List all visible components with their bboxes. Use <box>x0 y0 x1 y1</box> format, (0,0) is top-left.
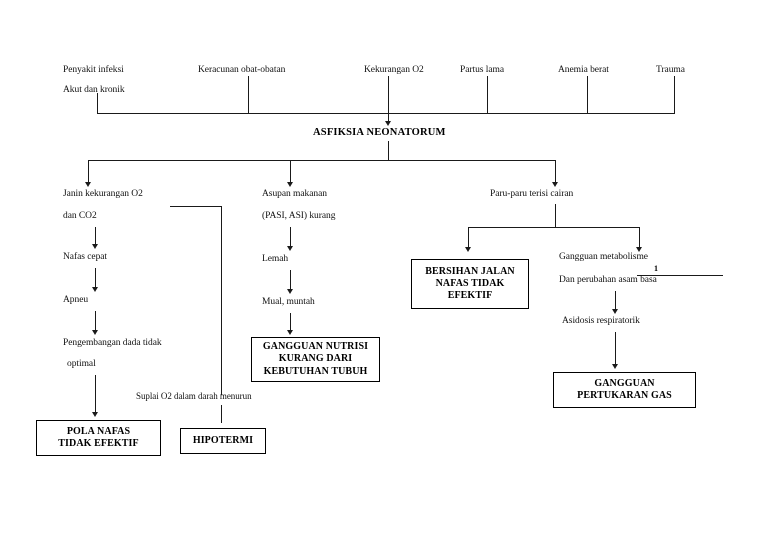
nutrisi-line1: GANGGUAN NUTRISI <box>262 341 369 353</box>
diagnosis-box-hipotermi: HIPOTERMI <box>180 428 266 454</box>
cause-label-kekurangan-o2: Kekurangan O2 <box>364 65 424 75</box>
bersihan-line1: BERSIHAN JALAN <box>425 265 515 277</box>
connector-left-2 <box>95 268 97 290</box>
page-title: ASFIKSIA NEONATORUM <box>313 127 446 138</box>
left-step4-line1: Pengembangan dada tidak <box>63 338 162 348</box>
diagnosis-box-bersihan-jalan-nafas: BERSIHAN JALAN NAFAS TIDAK EFEKTIF <box>411 259 529 309</box>
connector-middle-2 <box>290 270 292 292</box>
nutrisi-line3: KEBUTUHAN TUBUH <box>263 365 368 377</box>
pertukaran-line2: PERTUKARAN GAS <box>577 390 672 401</box>
connector-cause-4-stem <box>487 76 489 114</box>
connector-middle-3 <box>290 313 292 333</box>
connector-cause-6-stem <box>674 76 676 114</box>
left-step1-line1: Janin kekurangan O2 <box>63 189 143 199</box>
connector-left-1 <box>95 227 97 247</box>
connector-left-elbow-vertical <box>221 206 223 395</box>
bersihan-line2: NAFAS TIDAK <box>435 277 505 289</box>
nutrisi-line2: KURANG DARI <box>278 353 353 365</box>
bersihan-line3: EFEKTIF <box>447 290 493 302</box>
arrow-left-3 <box>92 330 98 335</box>
cause-label-penyakit-infeksi-line1: Penyakit infeksi <box>63 65 124 75</box>
middle-step1-line2: (PASI, ASI) kurang <box>262 211 336 221</box>
connector-right-2 <box>615 291 617 312</box>
arrow-right-left-leg <box>465 247 471 252</box>
arrow-bus-to-title <box>385 121 391 126</box>
page-marker-rule <box>637 275 723 277</box>
connector-cause-2-stem <box>248 76 250 114</box>
middle-step1-line1: Asupan makanan <box>262 189 327 199</box>
page-marker: 1 <box>654 264 658 273</box>
arrow-branch-middle <box>287 182 293 187</box>
connector-left-4 <box>95 375 97 415</box>
connector-right-right-leg <box>639 227 641 249</box>
diagnosis-box-pola-nafas: POLA NAFAS TIDAK EFEKTIF <box>36 420 161 456</box>
connector-cause-1-stem <box>97 93 99 114</box>
connector-right-stem <box>555 204 557 228</box>
right-step1: Paru-paru terisi cairan <box>490 189 574 199</box>
connector-middle-1 <box>290 227 292 249</box>
connector-right-left-leg <box>468 227 470 249</box>
connector-branch-right-stem <box>555 160 557 185</box>
connector-three-way-bar <box>88 160 556 162</box>
left-step3: Apneu <box>63 295 89 305</box>
arrow-left-4 <box>92 412 98 417</box>
connector-right-split-bar <box>468 227 640 229</box>
middle-step3: Mual, muntah <box>262 297 315 307</box>
right-step2-line1: Gangguan metabolisme <box>559 252 648 262</box>
connector-right-3 <box>615 332 617 367</box>
left-side-note: Suplai O2 dalam darah menurun <box>136 391 252 401</box>
right-step3: Asidosis respiratorik <box>562 316 640 326</box>
arrow-left-2 <box>92 287 98 292</box>
cause-label-trauma: Trauma <box>656 65 685 75</box>
pertukaran-line1: GANGGUAN <box>594 377 655 389</box>
connector-cause-3-stem <box>388 76 390 114</box>
left-step4-line2: optimal <box>67 359 96 369</box>
connector-left-elbow-top <box>170 206 222 208</box>
arrow-right-3 <box>612 364 618 369</box>
connector-branch-left-stem <box>88 160 90 185</box>
arrow-right-right-leg <box>636 247 642 252</box>
cause-label-anemia-berat: Anemia berat <box>558 65 609 75</box>
diagnosis-box-gangguan-nutrisi: GANGGUAN NUTRISI KURANG DARI KEBUTUHAN T… <box>251 337 380 382</box>
connector-bus-to-title <box>388 113 390 123</box>
cause-label-partus-lama: Partus lama <box>460 65 505 75</box>
arrow-right-2 <box>612 309 618 314</box>
arrow-middle-3 <box>287 330 293 335</box>
cause-label-penyakit-infeksi-line2: Akut dan kronik <box>63 85 125 95</box>
arrow-branch-left <box>85 182 91 187</box>
cause-label-keracunan-obat: Keracunan obat-obatan <box>198 65 286 75</box>
arrow-left-1 <box>92 244 98 249</box>
connector-cause-5-stem <box>587 76 589 114</box>
hipotermi-label: HIPOTERMI <box>192 434 254 446</box>
connector-left-3 <box>95 311 97 333</box>
middle-step2: Lemah <box>262 254 289 264</box>
arrow-middle-1 <box>287 246 293 251</box>
pola-nafas-line1: POLA NAFAS <box>66 425 131 437</box>
pola-nafas-line2: TIDAK EFEKTIF <box>58 438 139 449</box>
left-step2: Nafas cepat <box>63 252 108 262</box>
left-step1-line2: dan CO2 <box>63 211 97 221</box>
arrow-branch-right <box>552 182 558 187</box>
connector-title-stem <box>388 141 390 161</box>
diagnosis-box-gangguan-pertukaran-gas: GANGGUAN PERTUKARAN GAS <box>553 372 696 408</box>
arrow-middle-2 <box>287 289 293 294</box>
right-step2-line2: Dan perubahan asam basa <box>559 275 657 285</box>
connector-cause-bus <box>97 113 675 115</box>
connector-branch-middle-stem <box>290 160 292 185</box>
connector-left-to-hipotermi <box>221 405 223 423</box>
